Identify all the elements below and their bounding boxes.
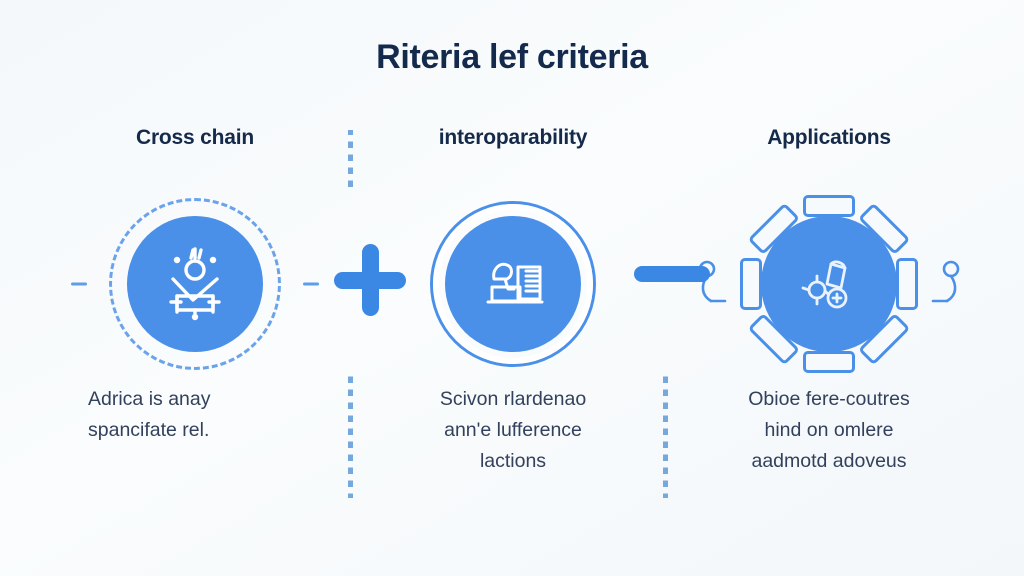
dashed-ring-decoration [109, 198, 281, 370]
body-line: lactions [479, 450, 547, 472]
icon-disc [127, 216, 263, 352]
column-applications: Applications [694, 126, 964, 477]
page-title: Riteria lef criteria [376, 38, 648, 76]
icon-slot [60, 184, 330, 384]
column-cross-chain: Cross chain [60, 126, 330, 446]
icon-slot [694, 184, 964, 384]
body-line: hind on omlere [764, 419, 894, 441]
chain-figure-icon [169, 247, 221, 321]
column-interoparability: interoparability [378, 126, 648, 477]
plus-vertical-bar [361, 244, 379, 316]
ring-tick-left [71, 282, 87, 286]
column-heading: Applications [767, 126, 891, 149]
minus-connector [634, 266, 710, 282]
ring-segment [803, 351, 855, 373]
column-heading: interoparability [438, 126, 588, 149]
circle-badge-cross-chain [71, 184, 319, 384]
ring-segment [803, 195, 855, 217]
divider-bottom-left [348, 372, 353, 498]
ring-tick-right [303, 282, 319, 286]
ring-segment [896, 258, 918, 310]
circle-badge-applications [698, 184, 960, 384]
plus-connector [330, 240, 410, 320]
icon-disc [761, 216, 897, 352]
column-heading: Cross chain [135, 126, 254, 149]
circle-badge-interoparability [413, 184, 613, 384]
divider-top-left [348, 130, 353, 192]
column-body: Obioe fere-coutres hind on omlere aadmot… [694, 384, 964, 477]
server-buildings-icon [486, 262, 544, 304]
body-line: Obioe fere-coutres [748, 388, 910, 410]
body-line: aadmotd adoveus [751, 450, 907, 472]
column-body: Scivon rlardenao ann'e lufference lactio… [378, 384, 648, 477]
column-body: Adrica is anay spancifate rel. [60, 384, 330, 446]
body-line: Adrica is anay [88, 388, 211, 410]
icon-slot [378, 184, 648, 384]
body-line: Scivon rlardenao [439, 388, 587, 410]
body-line: ann'e lufference [444, 419, 582, 441]
network-nodes-icon [801, 260, 848, 309]
node-arm-left-icon [698, 260, 727, 303]
divider-bottom-right [663, 372, 668, 498]
node-arm-right-icon [931, 260, 960, 303]
solid-ring-decoration [433, 204, 593, 364]
icon-disc [445, 216, 581, 352]
ring-segment [740, 258, 762, 310]
body-line: spancifate rel. [88, 419, 210, 441]
segmented-gear-ring-decoration [740, 195, 918, 373]
